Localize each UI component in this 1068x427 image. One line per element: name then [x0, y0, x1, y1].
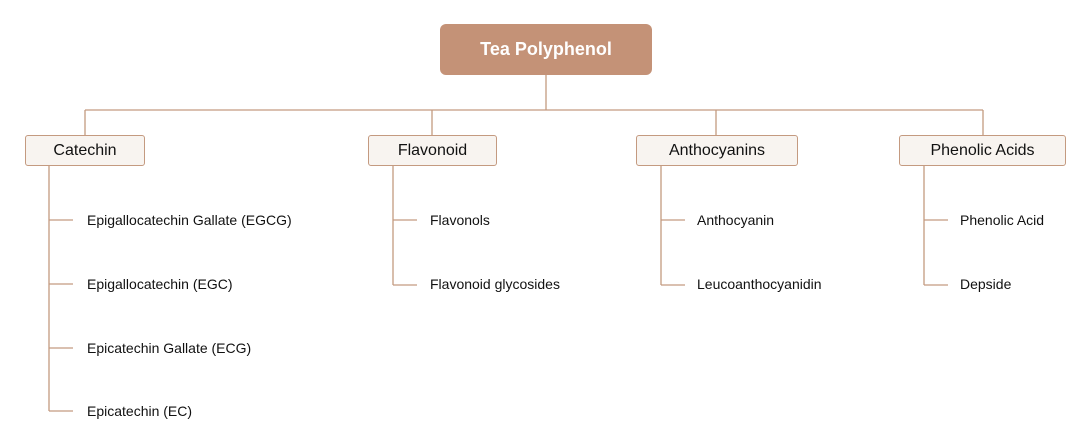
- category-node-catechin: Catechin: [25, 135, 145, 166]
- leaf-item-catechin: Epicatechin Gallate (ECG): [87, 340, 252, 356]
- leaf-item-phenolic-acids: Depside: [960, 276, 1012, 292]
- root-node: Tea Polyphenol: [440, 24, 652, 75]
- category-label: Flavonoid: [397, 141, 468, 159]
- category-node-flavonoid: Flavonoid: [368, 135, 497, 166]
- root-node-label: Tea Polyphenol: [480, 39, 612, 59]
- leaf-item-phenolic-acids: Phenolic Acid: [960, 212, 1045, 228]
- leaf-item-catechin: Epigallocatechin Gallate (EGCG): [87, 212, 292, 228]
- category-label: Anthocyanins: [668, 141, 766, 159]
- leaf-item-anthocyanins: Anthocyanin: [697, 212, 775, 228]
- leaf-item-flavonoid: Flavonols: [430, 212, 490, 228]
- leaf-item-flavonoid: Flavonoid glycosides: [430, 276, 560, 292]
- category-node-anthocyanins: Anthocyanins: [636, 135, 798, 166]
- category-label: Phenolic Acids: [930, 141, 1035, 159]
- category-label: Catechin: [53, 141, 117, 159]
- leaf-item-catechin: Epigallocatechin (EGC): [87, 276, 233, 292]
- category-node-phenolic-acids: Phenolic Acids: [899, 135, 1066, 166]
- leaf-item-catechin: Epicatechin (EC): [87, 403, 193, 419]
- leaf-item-anthocyanins: Leucoanthocyanidin: [697, 276, 822, 292]
